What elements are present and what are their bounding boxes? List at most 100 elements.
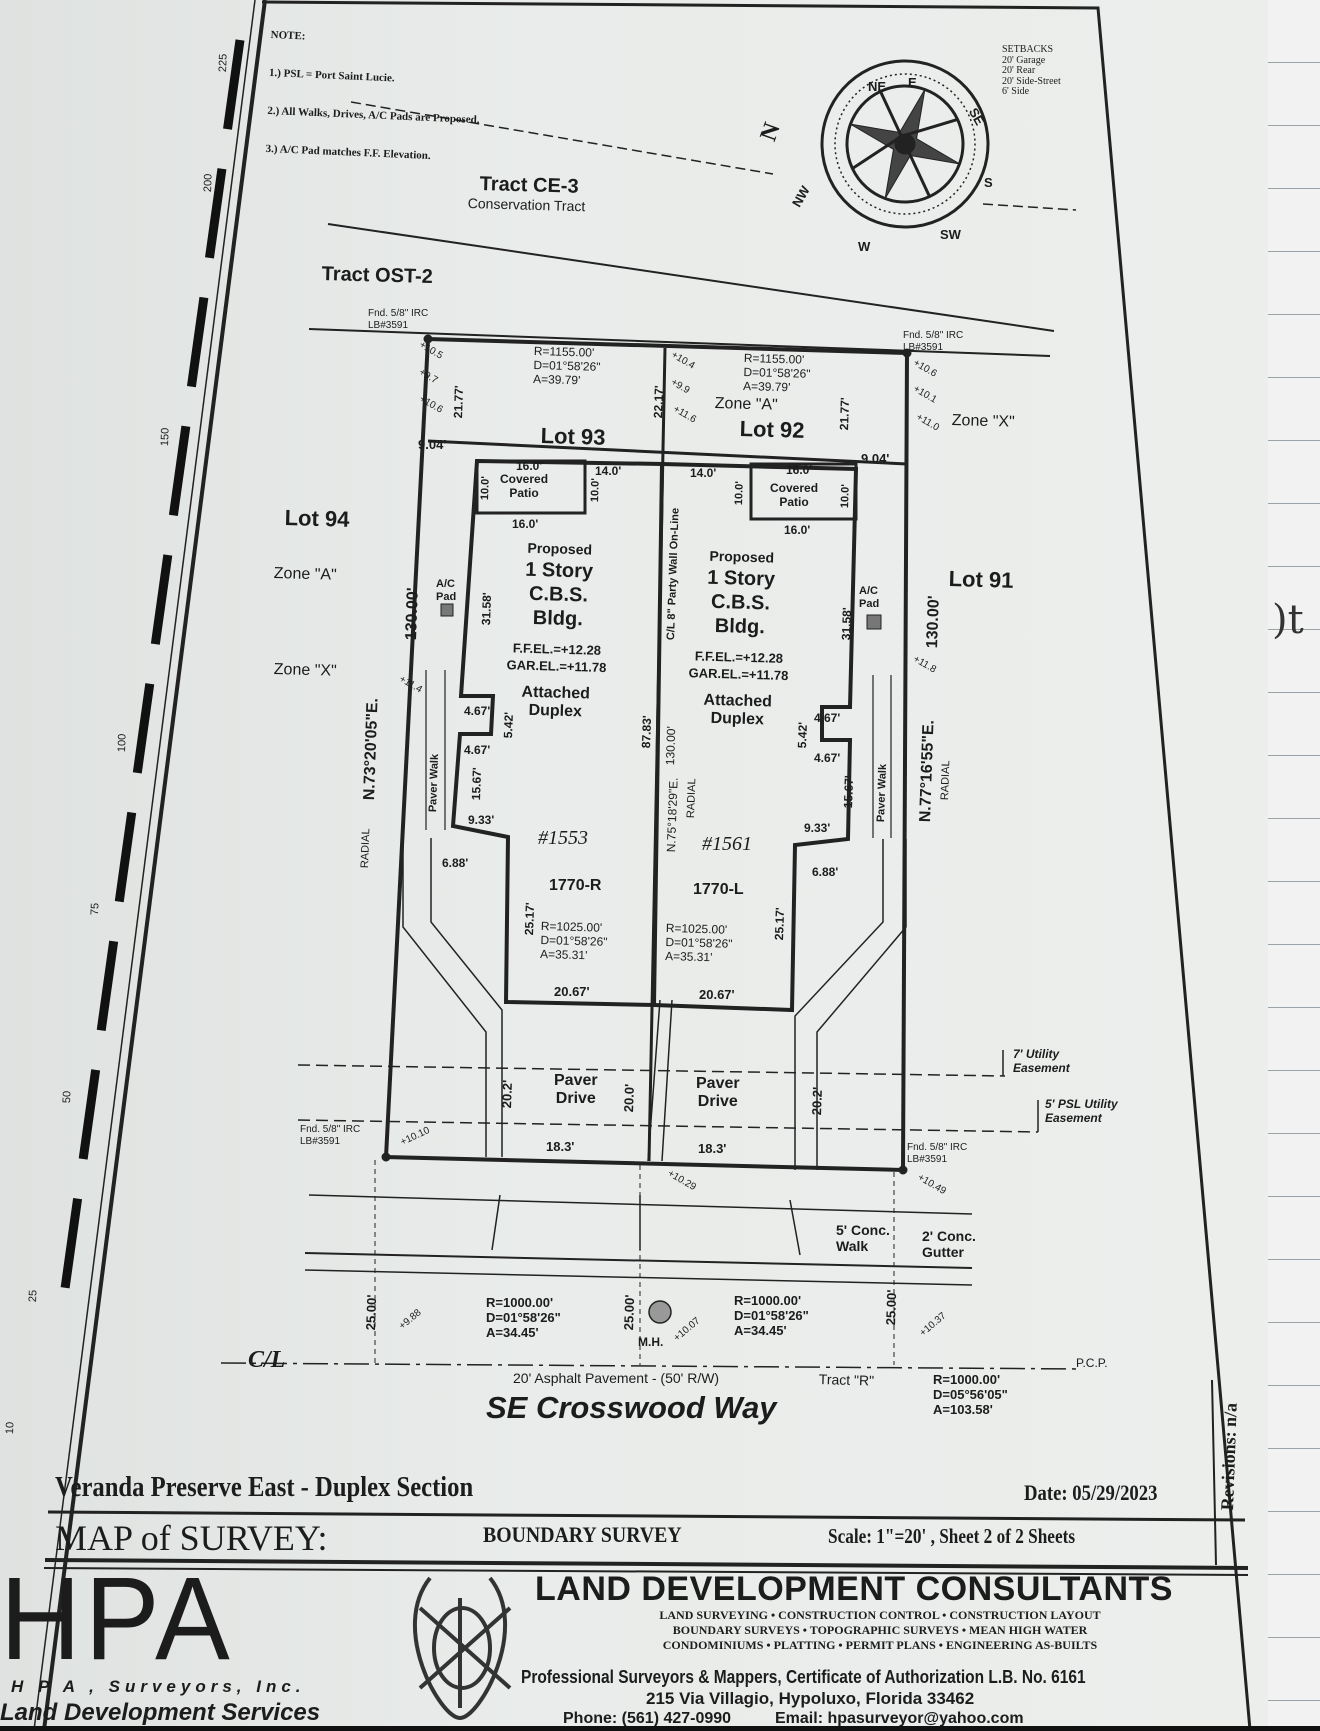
dashed-line bbox=[350, 101, 774, 175]
dim-5-42: 5.42' bbox=[795, 721, 810, 749]
building-left bbox=[450, 458, 665, 1008]
dim-16-0: 16.0' bbox=[786, 463, 813, 477]
property-top bbox=[308, 328, 1051, 357]
walkway-line bbox=[430, 838, 503, 1157]
tract-ce3: Tract CE-3 bbox=[479, 173, 579, 198]
note-item: 2.) All Walks, Drives, A/C Pads are Prop… bbox=[267, 105, 480, 127]
handwriting: )t bbox=[1272, 597, 1304, 643]
dim-15-67: 15.67' bbox=[469, 767, 485, 801]
title-rule-2 bbox=[44, 1558, 1249, 1570]
dim-20-2: 20.2' bbox=[499, 1079, 515, 1109]
dim-4-67: 4.67' bbox=[814, 751, 841, 765]
compass-ne-label: NE bbox=[868, 79, 887, 94]
dim-6-88: 6.88' bbox=[812, 865, 839, 879]
easement-ticks bbox=[1002, 1050, 1039, 1132]
dim-20-0: 20.0' bbox=[621, 1083, 637, 1113]
notes-heading: NOTE: bbox=[270, 29, 306, 43]
company-address: 215 Via Villagio, Hypoluxo, Florida 3346… bbox=[646, 1689, 975, 1708]
dim-10-0: 10.0' bbox=[733, 480, 746, 506]
radial-label: RADIAL bbox=[359, 828, 373, 869]
curve-data-rear-right: R=1155.00' D=01°58'26" A=39.79' bbox=[742, 351, 811, 394]
curve-data-road-left: R=1000.00' D=01°58'26" A=34.45' bbox=[486, 1295, 561, 1340]
ruler-label: 10 bbox=[4, 1421, 17, 1435]
photo-edge bbox=[0, 1726, 1320, 1731]
ruler-label: 25 bbox=[27, 1289, 40, 1303]
dim-16-0: 16.0' bbox=[784, 523, 811, 537]
curve-data-front-left: R=1025.00' D=01°58'26" A=35.31' bbox=[539, 919, 608, 962]
lot-93-label: Lot 93 bbox=[540, 423, 606, 450]
utility-easement-7 bbox=[297, 1064, 1006, 1077]
note-item: 3.) A/C Pad matches F.F. Elevation. bbox=[265, 142, 431, 163]
notes-block: NOTE: 1.) PSL = Port Saint Lucie. 2.) Al… bbox=[265, 4, 484, 177]
dim-6-88: 6.88' bbox=[442, 856, 469, 870]
compass-w-label: W bbox=[858, 239, 871, 254]
monument-lb: LB#3591 bbox=[903, 341, 944, 353]
service-line: BOUNDARY SURVEYS • TOPOGRAPHIC SURVEYS •… bbox=[672, 1623, 1088, 1637]
notebook-page bbox=[1268, 0, 1320, 1731]
dim-25-00: 25.00' bbox=[883, 1289, 900, 1326]
monument bbox=[902, 348, 912, 358]
lot-94-label: Lot 94 bbox=[284, 505, 350, 532]
dim-31-58: 31.58' bbox=[479, 592, 495, 626]
building-ffel: F.F.EL.=+12.28 bbox=[512, 640, 602, 658]
land-development-services: Land Development Services bbox=[0, 1699, 321, 1726]
monument-lb: LB#3591 bbox=[300, 1135, 341, 1147]
hpa-logo-emblem bbox=[412, 1576, 512, 1721]
manhole bbox=[648, 1300, 672, 1324]
bearing-center: N.75°18'29"E. bbox=[664, 777, 681, 853]
walkway-line bbox=[794, 839, 884, 1170]
paver-walk-label: Paver Walk bbox=[875, 763, 890, 823]
setback-item: 20' Garage bbox=[1002, 54, 1046, 66]
ac-pad-right bbox=[866, 614, 882, 630]
curve-data-front-right: R=1025.00' D=01°58'26" A=35.31' bbox=[664, 921, 733, 964]
dim-31-58: 31.58' bbox=[839, 607, 855, 641]
walkway-line bbox=[816, 839, 907, 1170]
building-ffel: F.F.EL.=+12.28 bbox=[694, 648, 784, 666]
dashed-line bbox=[982, 203, 1077, 211]
company-phone: Phone: (561) 427-0990 bbox=[563, 1710, 732, 1727]
unit-right: 1770-L bbox=[693, 881, 744, 898]
hpa-surveyors-inc: H P A , Surveyors, Inc. bbox=[11, 1677, 306, 1696]
dim-10-0: 10.0' bbox=[589, 477, 602, 503]
map-of-survey-heading: MAP of SURVEY: bbox=[55, 1518, 328, 1558]
survey-date: Date: 05/29/2023 bbox=[1024, 1480, 1158, 1505]
dim-20-67: 20.67' bbox=[699, 987, 735, 1002]
dim-25-17: 25.17' bbox=[772, 907, 788, 941]
lot-92-label: Lot 92 bbox=[739, 416, 805, 443]
dim-20-67: 20.67' bbox=[554, 984, 590, 999]
ruler-label: 200 bbox=[202, 173, 215, 193]
monument-fnd: Fnd. 5/8" IRC bbox=[903, 330, 964, 341]
dim-14-0: 14.0' bbox=[690, 466, 717, 480]
dim-25-00: 25.00' bbox=[621, 1294, 638, 1331]
building-proposed: Proposed bbox=[709, 547, 775, 566]
dim-16-0: 16.0' bbox=[512, 517, 539, 531]
patio-left bbox=[475, 459, 587, 515]
building-proposed: Proposed bbox=[527, 539, 593, 558]
building-garel: GAR.EL.=+11.78 bbox=[688, 665, 789, 684]
building-attached: Attached Duplex bbox=[703, 691, 773, 729]
setback-item: 20' Rear bbox=[1002, 65, 1036, 76]
building-right bbox=[653, 462, 859, 1013]
dim-9-33: 9.33' bbox=[804, 821, 831, 835]
radial-label: RADIAL bbox=[685, 778, 699, 819]
curve-data-road-right: R=1000.00' D=01°58'26" A=34.45' bbox=[734, 1293, 809, 1338]
monument-lb: LB#3591 bbox=[907, 1153, 948, 1165]
dim-15-67: 15.67' bbox=[841, 775, 857, 809]
service-line: LAND SURVEYING • CONSTRUCTION CONTROL • … bbox=[659, 1608, 1101, 1622]
pcp-label: P.C.P. bbox=[1076, 1356, 1108, 1370]
services-list: LAND SURVEYING • CONSTRUCTION CONTROL • … bbox=[545, 1608, 1215, 1653]
ac-pad-label: A/C Pad bbox=[436, 578, 457, 603]
tract-r-label: Tract "R" bbox=[818, 1371, 875, 1389]
compass-rose bbox=[820, 59, 990, 229]
radial-label: RADIAL bbox=[939, 760, 953, 801]
company-name: LAND DEVELOPMENT CONSULTANTS bbox=[535, 1570, 1173, 1608]
curve-data-road-long: R=1000.00' D=05°56'05" A=103.58' bbox=[933, 1372, 1008, 1417]
paver-walk-label: Paver Walk bbox=[427, 753, 442, 813]
zone-a-label: Zone "A" bbox=[273, 565, 337, 584]
setbacks-heading: SETBACKS bbox=[1002, 44, 1054, 55]
